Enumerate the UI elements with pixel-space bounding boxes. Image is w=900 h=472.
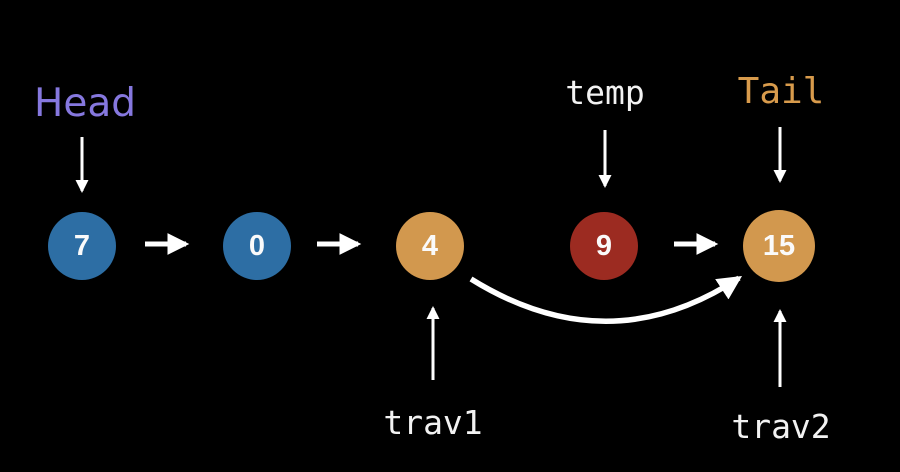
temp-label: temp <box>565 73 645 112</box>
trav1-label: trav1 <box>383 403 483 442</box>
tail-label: Tail <box>737 71 825 112</box>
list-node-9: 9 <box>570 212 638 280</box>
bypass-arrow-4-to-15 <box>469 275 743 324</box>
trav2-label: trav2 <box>731 407 831 446</box>
node-value: 9 <box>595 229 613 262</box>
node-value: 4 <box>421 229 439 262</box>
node-value: 7 <box>73 229 91 262</box>
node-value: 15 <box>762 229 796 262</box>
list-node-15: 15 <box>743 210 815 282</box>
list-node-4: 4 <box>396 212 464 280</box>
list-node-0: 0 <box>223 212 291 280</box>
node-value: 0 <box>248 229 266 262</box>
head-label: Head <box>34 81 136 126</box>
list-node-7: 7 <box>48 212 116 280</box>
